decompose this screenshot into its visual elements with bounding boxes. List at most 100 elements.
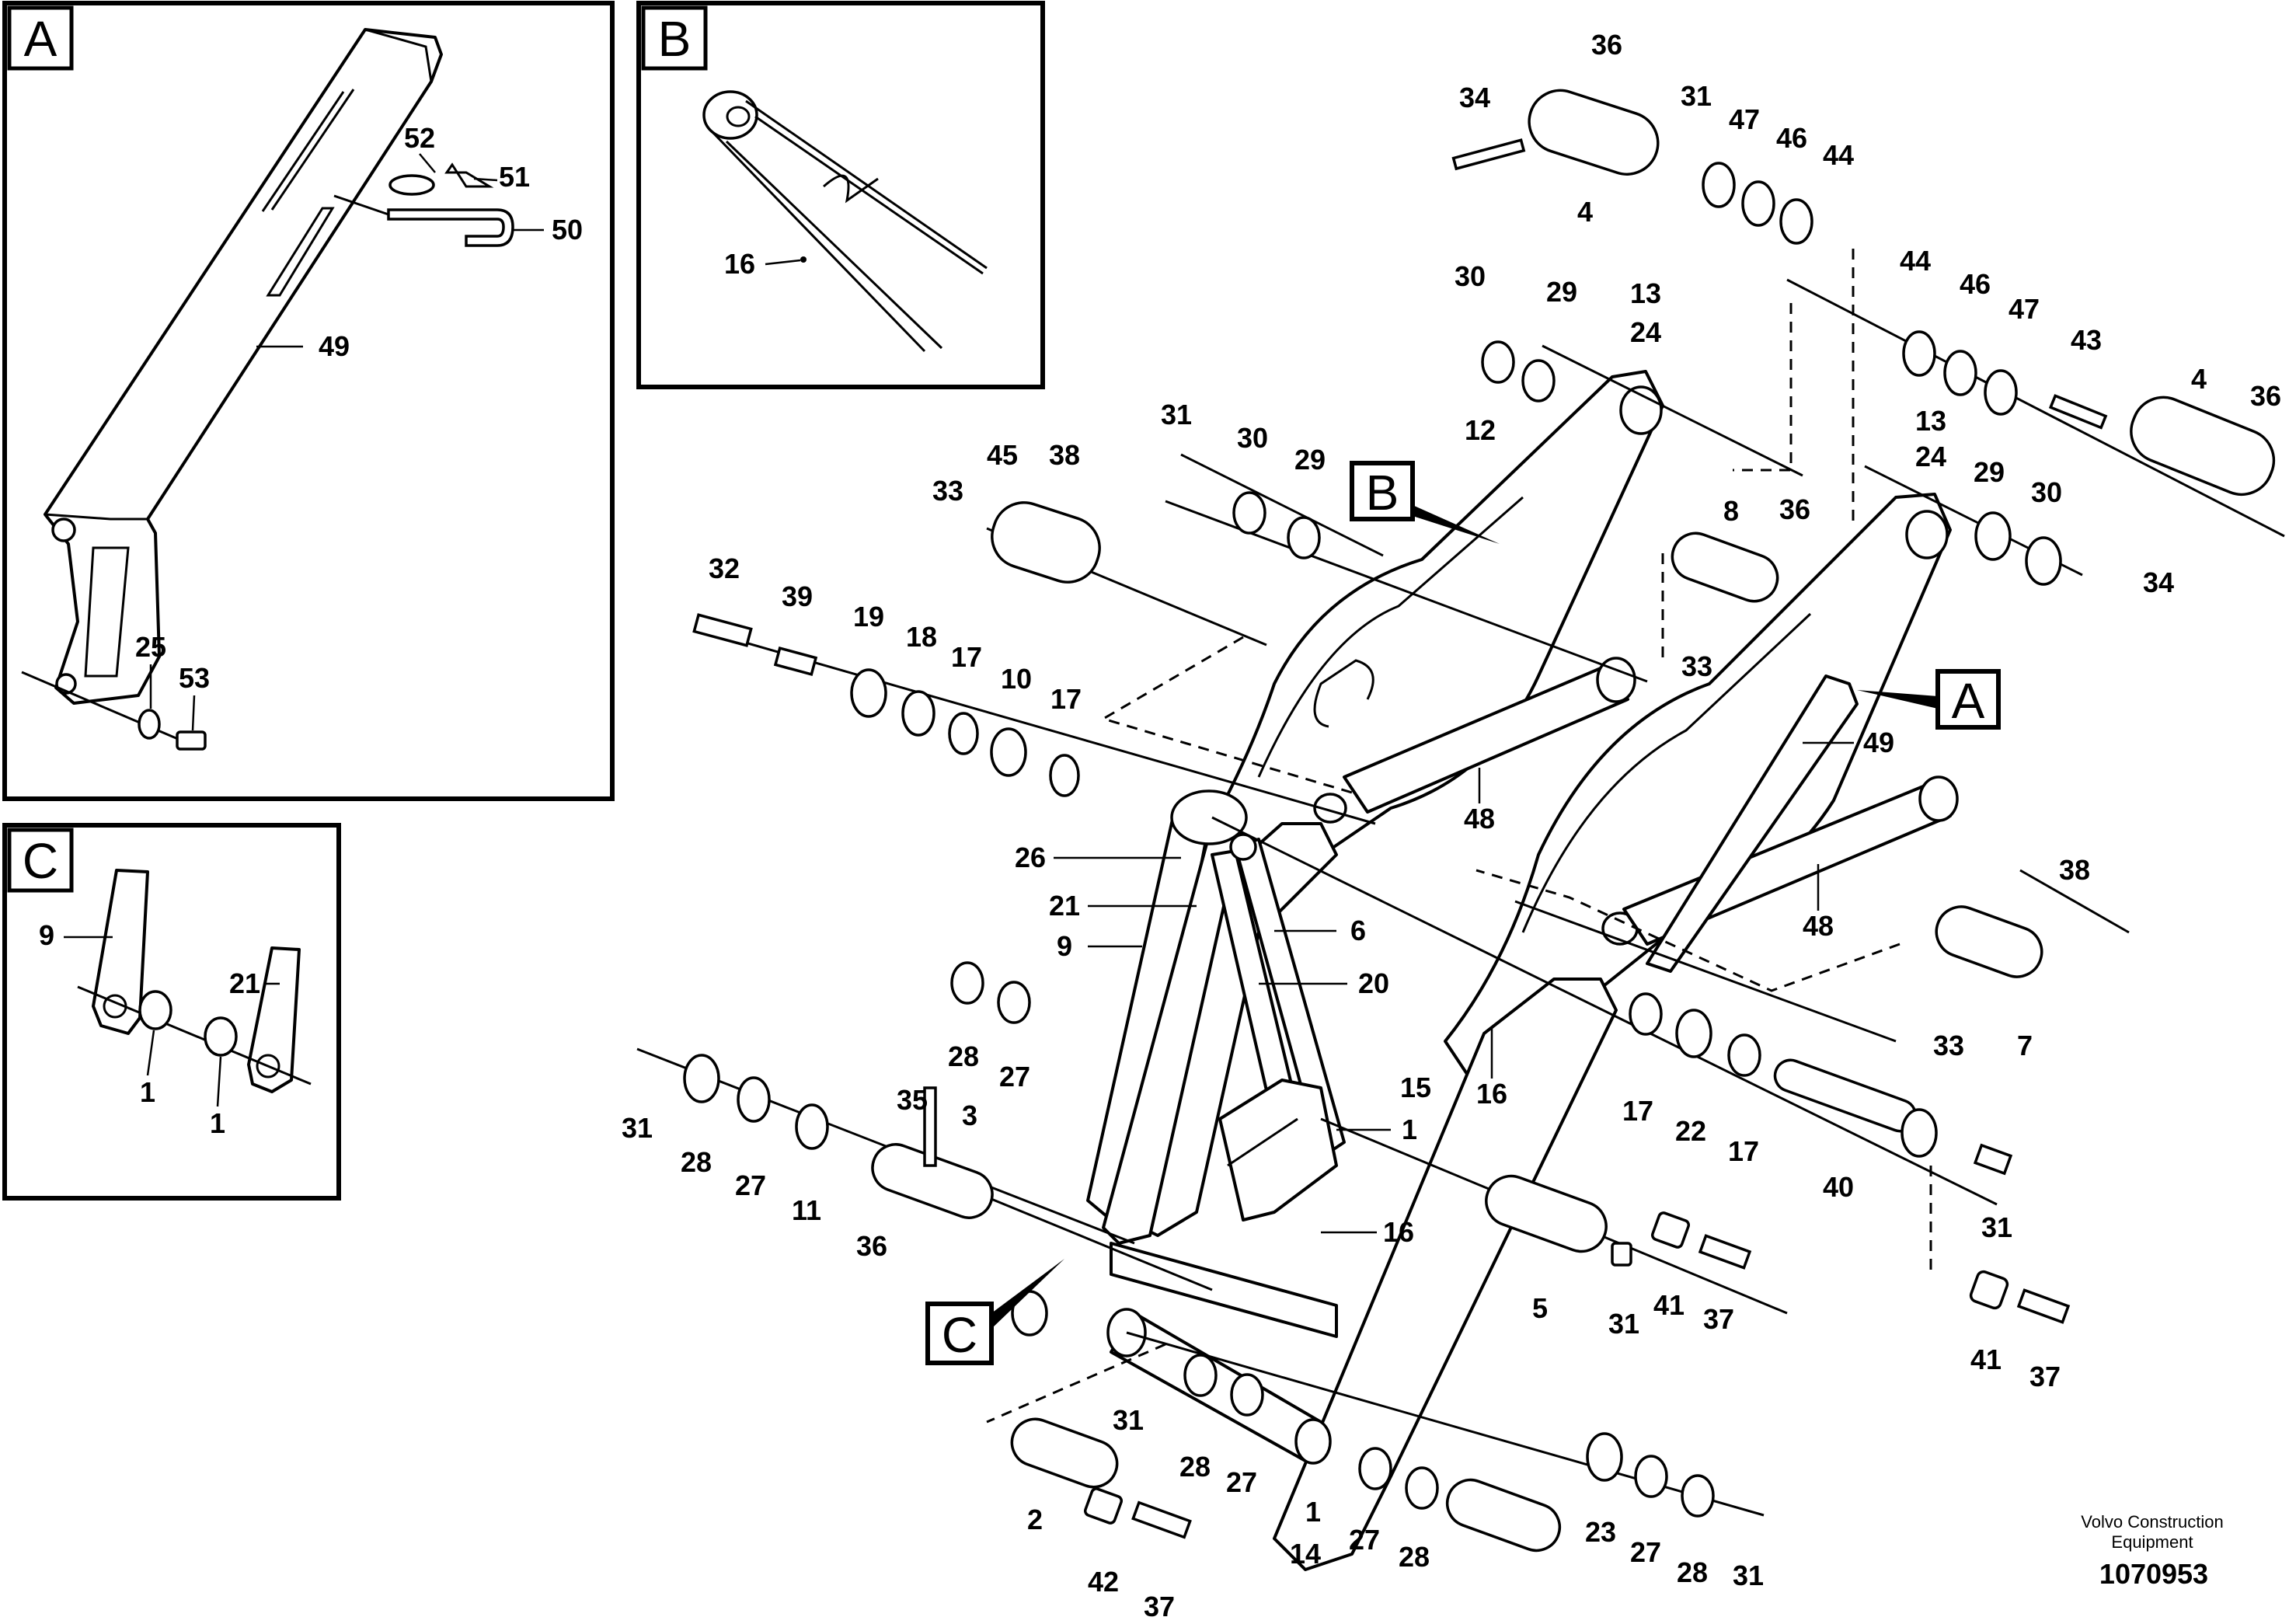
label-13-upper: 13: [1630, 277, 1661, 309]
label-41-right: 41: [1970, 1343, 2002, 1375]
label-7: 7: [2017, 1030, 2033, 1061]
label-3: 3: [962, 1100, 977, 1131]
label-17-right: 17: [1622, 1095, 1653, 1127]
label-1-center: 1: [1402, 1113, 1417, 1145]
callout-a-label: A: [1952, 673, 1985, 729]
label-40: 40: [1823, 1171, 1854, 1203]
label-33-right: 33: [1933, 1030, 1964, 1061]
label-27-lower: 27: [735, 1169, 766, 1201]
inset-a: A 52 51 50 49 25 53: [2, 1, 615, 801]
label-16-lower: 16: [1383, 1216, 1414, 1248]
label-21: 21: [1049, 890, 1080, 922]
ring-52: [388, 174, 435, 196]
pin-7: [1935, 905, 2043, 978]
label-4-right: 4: [2191, 363, 2207, 395]
label-30-right: 30: [2031, 476, 2062, 508]
inset-c: C 9 21 1 1: [2, 823, 341, 1201]
label-49: 49: [319, 330, 350, 362]
labels-center: 26 21 6 9 20 48 49 48 15 16 1 16: [1015, 727, 1894, 1248]
pivot-26: [1170, 789, 1248, 845]
labels-top-right: 36 34 31 47 46 44 4 44 46 47 43 4 36 34 …: [1459, 29, 2281, 598]
pin-3: [871, 1143, 994, 1219]
label-17-right2: 17: [1728, 1135, 1759, 1167]
inset-b-frame: [636, 1, 1045, 389]
label-44-right: 44: [1900, 245, 1931, 277]
label-20: 20: [1358, 967, 1389, 999]
label-29-mid: 29: [1294, 444, 1326, 476]
bottom-crossbar: [1110, 1242, 1338, 1338]
arm-49-main: [1646, 674, 1859, 973]
washer-1-c-b: [204, 1016, 238, 1057]
boom-lower-right: [1273, 978, 1618, 1571]
main-assembly: [1011, 370, 1959, 1571]
document-number: 1070953: [2099, 1558, 2208, 1590]
pin-40: [1773, 1058, 1918, 1133]
label-14: 14: [1290, 1538, 1321, 1570]
bolt-53: [176, 730, 207, 751]
label-27-bottom3: 27: [1630, 1536, 1661, 1568]
label-31-right: 31: [1981, 1211, 2012, 1243]
label-30-upper: 30: [1455, 260, 1486, 292]
inset-b-tag: B: [658, 11, 692, 67]
bolt-32: [692, 613, 753, 647]
label-37-right: 37: [2029, 1361, 2061, 1392]
label-17-left: 17: [951, 641, 982, 673]
callout-c: C: [925, 1259, 1064, 1365]
label-24-upper: 24: [1630, 316, 1661, 348]
pin-14: [1445, 1478, 1562, 1553]
label-37-bottom: 37: [1144, 1591, 1175, 1622]
label-33-upper: 33: [932, 475, 963, 507]
label-31-lower-mid: 31: [1608, 1308, 1639, 1340]
callout-a: A: [1857, 669, 2001, 730]
label-51: 51: [499, 161, 530, 193]
label-27-bottom2: 27: [1349, 1524, 1380, 1556]
label-11: 11: [792, 1194, 821, 1226]
label-16-center: 16: [1476, 1078, 1507, 1110]
label-47-top: 47: [1729, 103, 1760, 135]
callout-c-label: C: [942, 1307, 977, 1363]
label-29-upper: 29: [1546, 276, 1577, 308]
label-38-right: 38: [2059, 854, 2090, 886]
footer: Volvo Construction Equipment 1070953: [2081, 1512, 2223, 1590]
label-27-bottom: 27: [1226, 1466, 1257, 1498]
inset-a-frame: [2, 1, 615, 801]
clip-51: [444, 162, 494, 188]
pin-4-right: [2130, 396, 2276, 497]
label-17-left2: 17: [1050, 683, 1082, 715]
label-31-top: 31: [1681, 80, 1712, 112]
brand-line-1: Volvo Construction: [2081, 1512, 2223, 1532]
label-43: 43: [2071, 324, 2102, 356]
label-25: 25: [135, 631, 166, 663]
inset-b-tag-box: [641, 5, 708, 71]
label-49: 49: [1863, 727, 1894, 758]
label-28-bottom: 28: [1179, 1451, 1211, 1483]
label-12: 12: [1465, 414, 1496, 446]
label-37-lower: 37: [1703, 1303, 1734, 1335]
label-39: 39: [782, 580, 813, 612]
bolt-35: [923, 1086, 937, 1167]
label-22: 22: [1675, 1115, 1706, 1147]
label-28-upper: 28: [948, 1040, 979, 1072]
washer-1-c-a: [138, 990, 172, 1030]
hardware: [683, 89, 2276, 1553]
label-9-c: 9: [39, 919, 54, 951]
label-33-mid: 33: [1681, 650, 1712, 682]
pin-2: [1010, 1417, 1119, 1489]
label-30-mid: 30: [1237, 422, 1268, 454]
label-31-lower-left: 31: [622, 1112, 653, 1144]
arm-part-49: [44, 28, 443, 705]
label-36-right: 36: [2250, 380, 2281, 412]
label-34-top: 34: [1459, 82, 1490, 113]
bucket-bracket: [1218, 1079, 1338, 1221]
inset-c-tag-box: [7, 828, 74, 893]
callout-b: B: [1350, 461, 1500, 544]
brand-line-2: Equipment: [2111, 1532, 2193, 1552]
pin-8: [1671, 531, 1779, 603]
label-15: 15: [1400, 1072, 1431, 1103]
label-28-bottom3: 28: [1677, 1556, 1708, 1588]
label-47-right: 47: [2009, 293, 2040, 325]
labels-lower-left: 28 27 35 3 31 28 27 11 36: [622, 1040, 1030, 1262]
pin-5: [1485, 1174, 1608, 1253]
label-27-upper: 27: [999, 1061, 1030, 1093]
